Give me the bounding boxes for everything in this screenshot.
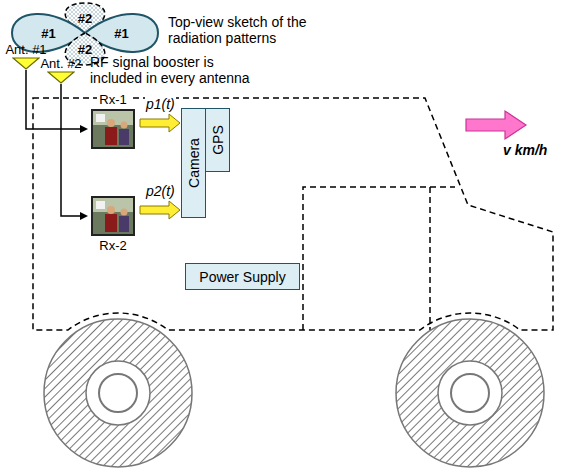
camera-box: Camera bbox=[181, 108, 206, 218]
signal-connector bbox=[61, 84, 88, 220]
power-supply-box: Power Supply bbox=[185, 263, 300, 290]
node-label: Camera bbox=[186, 138, 202, 188]
receiver-screen bbox=[91, 109, 135, 149]
signal-name: p1(t) bbox=[145, 96, 176, 112]
front-wheel bbox=[396, 319, 544, 467]
node-label: #1 bbox=[41, 26, 55, 41]
signal-connector bbox=[140, 114, 180, 132]
direction-arrow bbox=[466, 111, 526, 139]
node-label: Ant. #1 bbox=[5, 42, 46, 57]
rear-wheel bbox=[44, 319, 192, 467]
signal-name: p2(t) bbox=[145, 183, 176, 199]
node-label: GPS bbox=[210, 125, 226, 155]
node-label: #1 bbox=[114, 26, 128, 41]
antenna-symbol bbox=[47, 71, 75, 84]
receiver: Rx-2 bbox=[88, 196, 138, 258]
signal-connector bbox=[140, 201, 180, 219]
receiver: Rx-1 bbox=[88, 92, 138, 152]
van-cab bbox=[303, 187, 455, 330]
van-body bbox=[33, 98, 553, 330]
receiver-screen bbox=[91, 196, 135, 236]
node-label: Ant. #2 bbox=[40, 56, 81, 71]
note-text: RF signal booster is included in every a… bbox=[90, 54, 265, 86]
node-label: #2 bbox=[78, 11, 92, 26]
node-label: Rx-1 bbox=[97, 92, 128, 107]
antenna: Ant. #2 bbox=[38, 56, 84, 84]
gps-box: GPS bbox=[205, 108, 230, 172]
node-label: Power Supply bbox=[199, 269, 285, 285]
signal-connector bbox=[26, 70, 88, 133]
note-text: Top-view sketch of the radiation pattern… bbox=[168, 14, 333, 46]
antenna-symbol bbox=[12, 57, 40, 70]
speed-label: v km/h bbox=[503, 142, 563, 158]
node-label: Rx-2 bbox=[97, 238, 128, 253]
